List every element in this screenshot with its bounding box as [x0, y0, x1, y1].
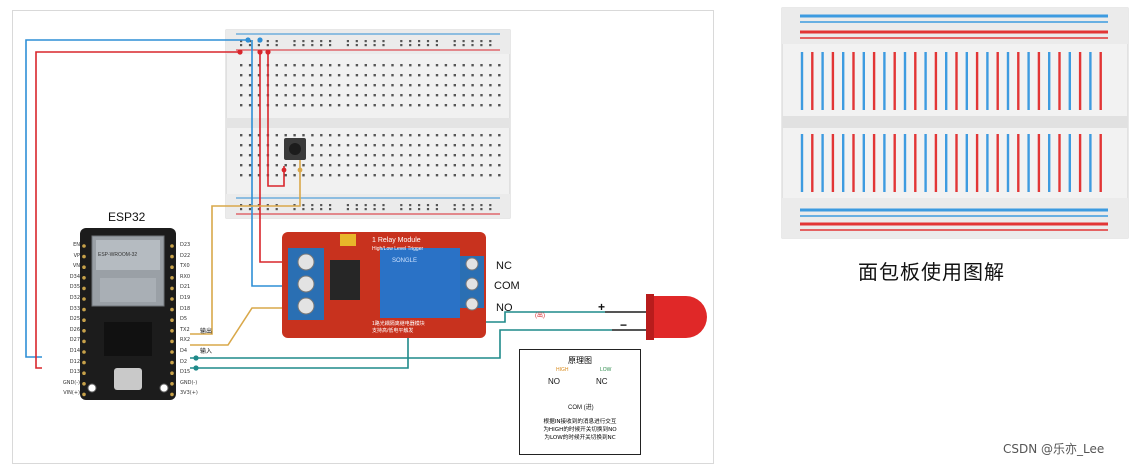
esp32-right-pin-label: D23	[180, 242, 191, 248]
relay-com-label: COM	[494, 280, 520, 292]
schematic-com-label: COM (进)	[568, 405, 594, 411]
esp32-left-pin-label: VN	[72, 263, 80, 270]
schematic-note-line: 为HIGH的时候开关切换到NO	[543, 427, 617, 433]
esp32-right-pin-label: D2	[180, 358, 188, 365]
relay-title: 1 Relay Module	[372, 237, 421, 244]
relay-chip-text: SONGLE	[392, 258, 418, 264]
input-label: 输入	[200, 349, 213, 355]
schematic-title: 原理图	[568, 356, 592, 365]
esp32-left-pin-label: D12	[69, 358, 80, 365]
relay-subtitle: High/Low Level Trigger	[372, 246, 424, 252]
esp32-right-pin-label: RX0	[180, 273, 191, 280]
relay-no-note: (出)	[535, 313, 545, 319]
esp32-board	[80, 228, 176, 400]
schematic-box: 原理图 NO NC HIGH LOW COM (进) 根据IN接收到的消息进行交…	[519, 349, 641, 455]
esp32-left-pin-label: D26	[69, 326, 80, 333]
esp32-right-pin-label: D21	[180, 284, 191, 291]
watermark: CSDN @乐亦_Lee	[1003, 442, 1105, 456]
schematic-no-label: NO	[548, 377, 560, 386]
breadboard-illustration	[781, 7, 1129, 239]
esp32-left-pin-label: D27	[69, 337, 80, 344]
relay-bottom-text: 1路光耦隔离继电器模块	[372, 321, 425, 327]
esp32-left-pin-label: D13	[69, 369, 80, 376]
breadboard-small-holes	[240, 40, 501, 211]
esp32-left-pin-label: D34	[69, 273, 80, 280]
esp32-title: ESP32	[108, 210, 146, 224]
esp32-left-pin-label: VP	[73, 252, 80, 259]
esp32-right-pin-label: D15	[180, 369, 191, 376]
schematic-high-label: HIGH	[556, 367, 569, 373]
schematic-note-line: 根据IN接收到的消息进行交互	[543, 419, 617, 425]
relay-nc-label: NC	[496, 260, 512, 272]
output-label: 输出	[200, 329, 213, 335]
esp32-right-pin-label: TX2	[180, 326, 190, 333]
esp32-right-pin-label: D22	[180, 252, 191, 259]
esp32-chip-label: ESP-WROOM-32	[98, 252, 138, 258]
esp32-right-pin-label: RX2	[180, 337, 191, 344]
led-minus-label: −	[620, 318, 628, 332]
schematic-low-label: LOW	[600, 367, 612, 373]
esp32-right-pin-label: GND(-)	[180, 379, 198, 386]
breadboard-caption: 面包板使用图解	[858, 260, 1005, 284]
esp32-right-pin-label: 3V3(+)	[180, 390, 198, 397]
red-led	[605, 294, 707, 340]
led-plus-label: +	[598, 300, 606, 314]
esp32-right-pin-label: D19	[180, 295, 191, 301]
esp32-left-pin-label: D32	[69, 295, 80, 301]
esp32-left-pin-label: VIN(+)	[63, 390, 80, 397]
esp32-left-pin-label: D35	[69, 284, 80, 291]
esp32-left-pin-label: D14	[69, 348, 80, 354]
esp32-right-pin-label: D4	[180, 348, 188, 354]
esp32-left-pin-label: EN	[73, 242, 80, 248]
esp32-left-pin-label: D33	[69, 305, 80, 312]
esp32-right-pin-label: D18	[180, 305, 191, 312]
schematic-note: 根据IN接收到的消息进行交互 为HIGH的时候开关切换到NO 为LOW的时候开关…	[520, 418, 640, 442]
relay-no-label: NO	[496, 302, 513, 314]
relay-module	[282, 232, 486, 338]
schematic-nc-label: NC	[596, 377, 608, 386]
esp32-right-pin-label: TX0	[180, 263, 190, 270]
esp32-left-pin-label: GND(-)	[62, 379, 80, 386]
relay-bottom-text-2: 支持高/低电平触发	[372, 328, 414, 334]
schematic-note-line: 为LOW的时候开关切换到NC	[544, 435, 616, 441]
esp32-right-pin-label: D5	[180, 316, 188, 323]
esp32-left-pin-label: D25	[69, 316, 80, 323]
